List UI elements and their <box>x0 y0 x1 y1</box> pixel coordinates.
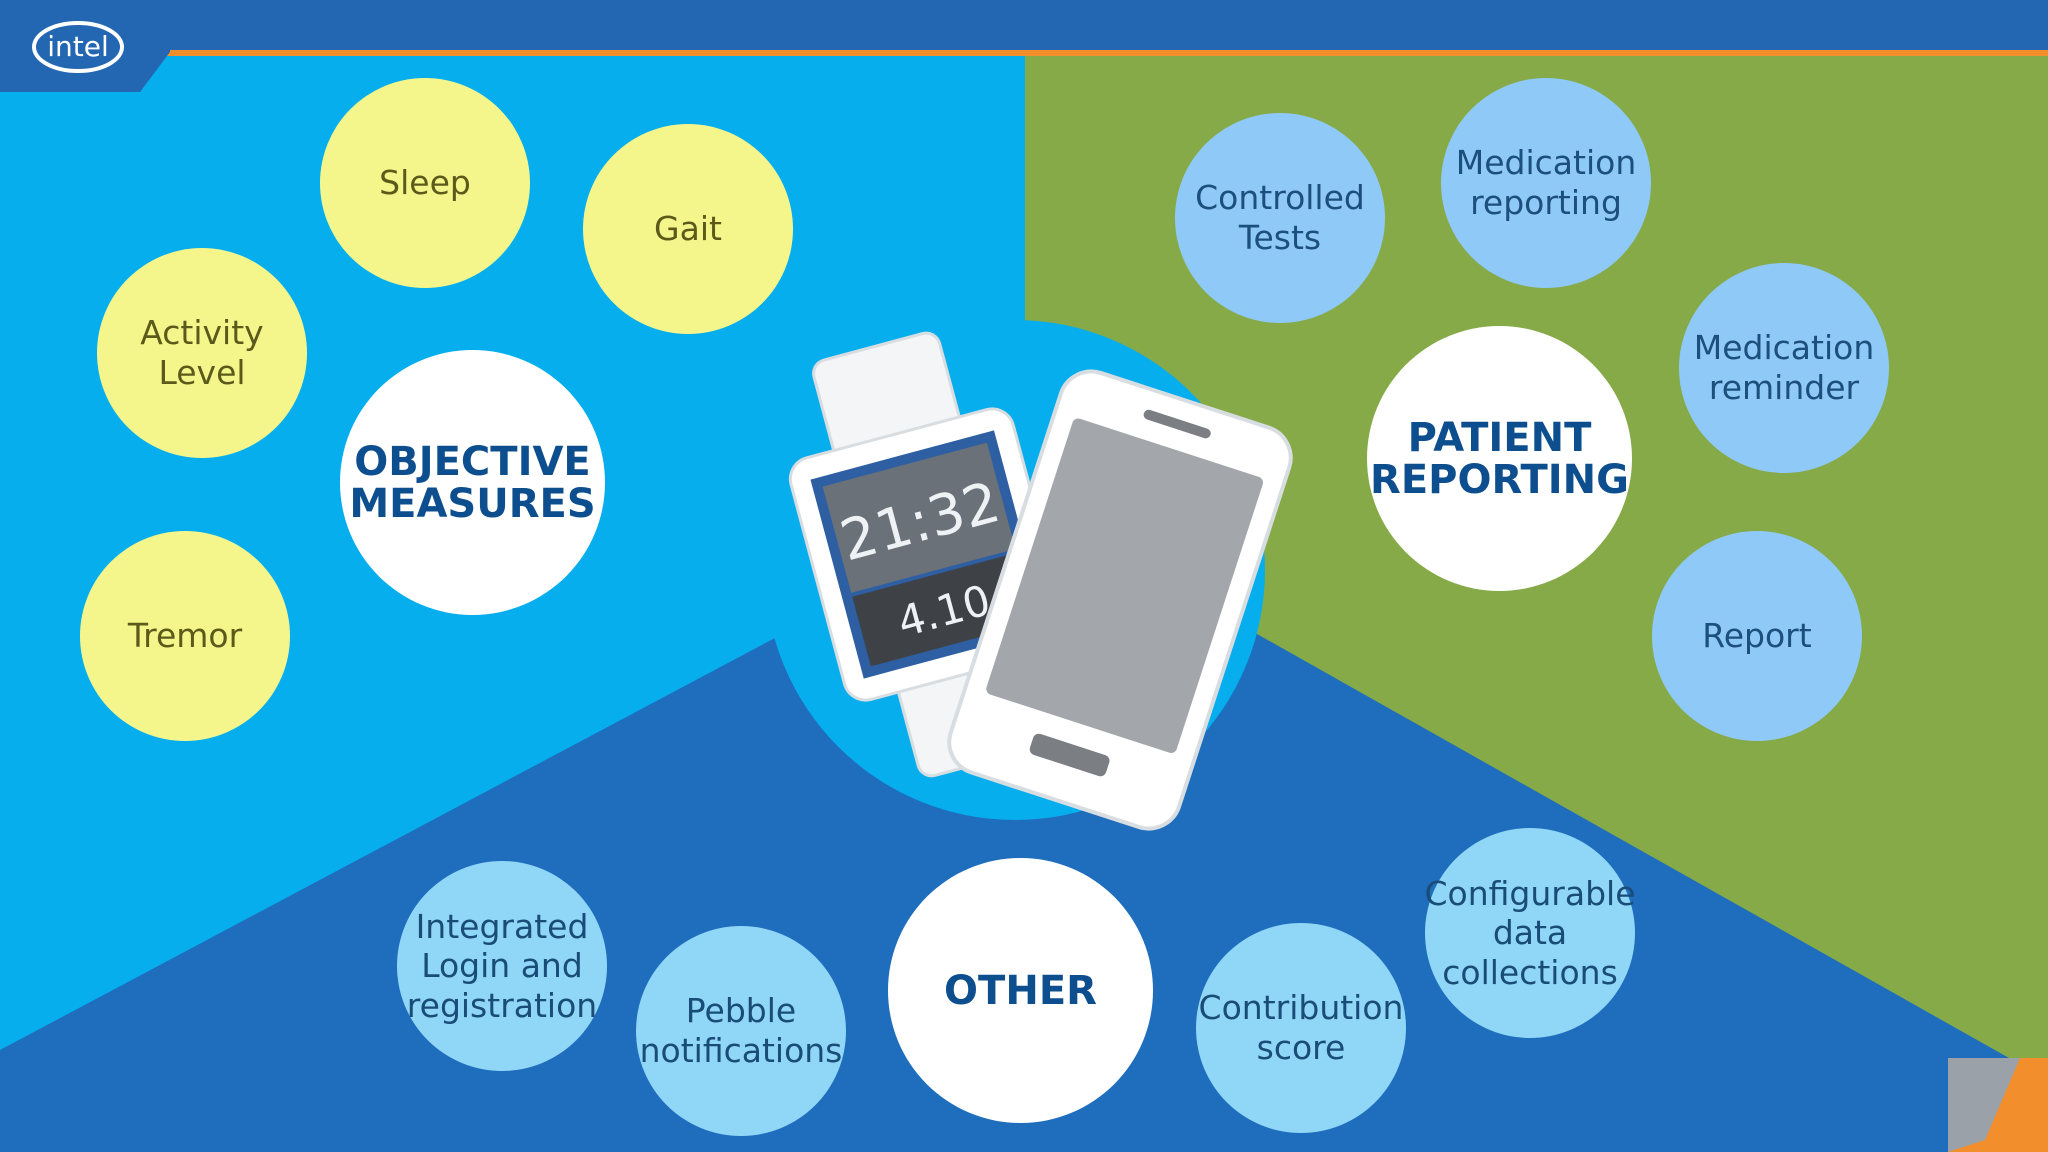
hub-patient-reporting: PATIENT REPORTING <box>1367 326 1632 591</box>
page-number: 10 <box>2007 1117 2030 1138</box>
bubble-sleep: Sleep <box>320 78 530 288</box>
hub-other: OTHER <box>888 858 1153 1123</box>
bubble-contribution-score-label: Contribution score <box>1198 988 1404 1067</box>
bubble-medication-reminder: Medication reminder <box>1679 263 1889 473</box>
bubble-controlled-tests-label: Controlled Tests <box>1195 178 1365 257</box>
hub-other-label: OTHER <box>944 967 1097 1014</box>
bubble-medication-reporting-label: Medication reporting <box>1455 143 1637 222</box>
bubble-activity-level-label: Activity Level <box>140 313 264 392</box>
page-curl-icon <box>1948 1058 2048 1152</box>
smartphone-icon <box>947 369 1293 831</box>
hub-objective-measures: OBJECTIVE MEASURES <box>340 350 605 615</box>
bubble-integrated-login-label: Integrated Login and registration <box>406 906 598 1025</box>
bubble-sleep-label: Sleep <box>379 163 471 203</box>
bubble-tremor-label: Tremor <box>127 616 243 656</box>
bubble-configurable-data: Configurable data collections <box>1424 828 1636 1038</box>
header-bar <box>0 0 2048 52</box>
bubble-tremor: Tremor <box>80 531 290 741</box>
bubble-gait-label: Gait <box>654 209 722 249</box>
bubble-medication-reminder-label: Medication reminder <box>1693 328 1875 407</box>
logo-tab <box>0 0 170 92</box>
bubble-configurable-data-label: Configurable data collections <box>1424 873 1636 992</box>
bubble-report-label: Report <box>1702 616 1812 656</box>
hub-objective-measures-label: OBJECTIVE MEASURES <box>349 438 596 527</box>
intel-logo-text: intel <box>47 30 109 63</box>
bubble-controlled-tests: Controlled Tests <box>1175 113 1385 323</box>
header-accent <box>160 50 2048 56</box>
hub-patient-reporting-label: PATIENT REPORTING <box>1370 414 1629 503</box>
bubble-medication-reporting: Medication reporting <box>1441 78 1651 288</box>
bubble-contribution-score: Contribution score <box>1196 923 1406 1133</box>
intel-logo: intel <box>32 21 124 73</box>
bubble-gait: Gait <box>583 124 793 334</box>
bubble-activity-level: Activity Level <box>97 248 307 458</box>
bubble-report: Report <box>1652 531 1862 741</box>
bubble-integrated-login: Integrated Login and registration <box>397 861 607 1071</box>
bubble-pebble-notifications: Pebble notifications <box>636 926 846 1136</box>
bubble-pebble-notifications-label: Pebble notifications <box>639 991 843 1070</box>
